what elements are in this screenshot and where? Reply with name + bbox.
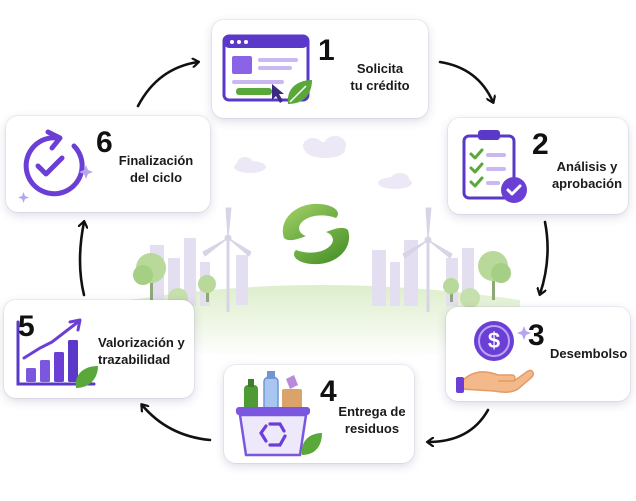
step-card-6: 6 Finalización del ciclo bbox=[6, 116, 210, 212]
step-label-3: Desembolso bbox=[550, 346, 628, 361]
step-card-1: 1 Solicita tu crédito bbox=[212, 20, 428, 118]
step-number-3: 3 bbox=[528, 319, 545, 352]
arrow-1-to-2 bbox=[438, 60, 493, 102]
step-label-5: Valorización y trazabilidad bbox=[98, 335, 185, 367]
step-label-6: Finalización del ciclo bbox=[118, 153, 194, 185]
arrow-4-to-5 bbox=[142, 405, 212, 442]
arrow-5-to-6 bbox=[80, 222, 84, 297]
clipboard-checklist-icon bbox=[462, 130, 527, 203]
step-card-5: 5 Valorización y trazabilidad bbox=[4, 300, 194, 398]
step-number-4: 4 bbox=[320, 375, 337, 408]
cycle-check-icon bbox=[18, 129, 93, 203]
step-card-2: 2 Análisis y aprobación bbox=[448, 118, 628, 214]
arrow-3-to-4 bbox=[428, 408, 490, 442]
hand-dollar-coin-icon: $ bbox=[456, 321, 534, 394]
growth-chart-icon bbox=[16, 318, 98, 388]
recycling-bin-icon bbox=[236, 371, 322, 457]
step-number-5: 5 bbox=[18, 310, 35, 343]
step-card-4: 4 Entrega de residuos bbox=[224, 365, 414, 463]
step-number-6: 6 bbox=[96, 126, 113, 159]
step-label-4: Entrega de residuos bbox=[338, 404, 406, 436]
application-form-icon bbox=[222, 34, 312, 104]
green-s-logo-icon bbox=[282, 203, 350, 265]
step-label-1: Solicita tu crédito bbox=[350, 61, 410, 93]
svg-text:$: $ bbox=[488, 328, 500, 353]
arrow-2-to-3 bbox=[540, 220, 549, 294]
step-number-1: 1 bbox=[318, 34, 335, 67]
step-number-2: 2 bbox=[532, 128, 549, 161]
step-label-2: Análisis y aprobación bbox=[551, 159, 623, 191]
arrow-6-to-1 bbox=[136, 62, 198, 108]
step-card-3: $ 3 Desembolso bbox=[446, 307, 630, 401]
